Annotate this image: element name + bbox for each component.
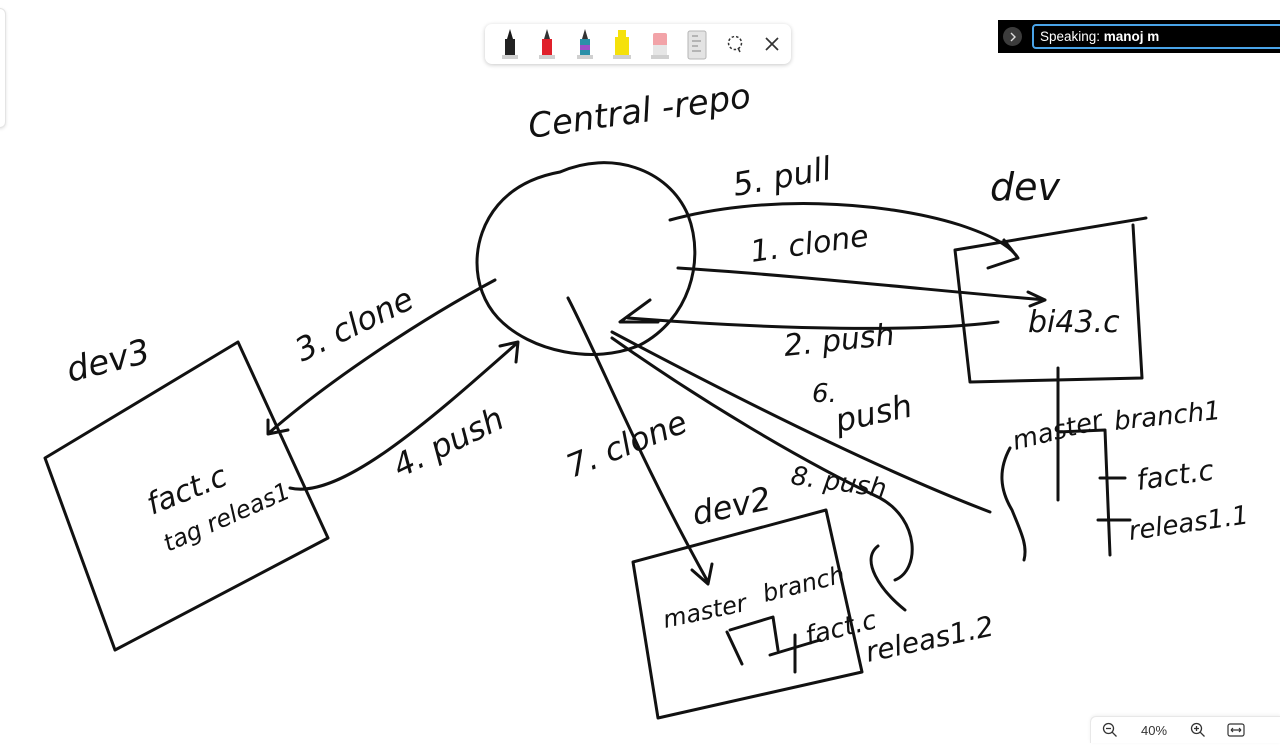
central-repo-circle: [475, 161, 697, 356]
dev3-box: [43, 340, 330, 652]
pull5-label: 5. pull: [730, 149, 834, 204]
push8-curl: [869, 544, 907, 612]
dev3-title: dev3: [63, 332, 154, 391]
dev2-box: [631, 508, 864, 720]
dev2-branch-lines: [725, 615, 822, 674]
push8-arrow: [610, 336, 914, 582]
close-icon[interactable]: [754, 25, 792, 63]
zoom-level: 40%: [1140, 722, 1168, 738]
push4-arrow: [288, 340, 520, 491]
zoom-in-button[interactable]: [1179, 717, 1217, 743]
push6-label: push: [831, 387, 916, 441]
push6-arrow: [610, 330, 992, 514]
eraser-tool[interactable]: [641, 25, 679, 63]
dev-title: dev: [990, 165, 1061, 209]
clone7-label: 7. clone: [561, 403, 693, 486]
red-pen-tool[interactable]: [529, 25, 567, 63]
push2-arrow: [618, 298, 1000, 330]
zoom-in-icon: [1190, 722, 1205, 737]
clone3-label: 3. clone: [289, 279, 420, 369]
fit-width-icon: [1227, 723, 1245, 737]
clone7-arrow: [566, 296, 714, 586]
lasso-select-icon[interactable]: [716, 25, 754, 63]
clone3-arrow: [266, 278, 497, 436]
pull5-arrow: [668, 202, 1020, 270]
chevron-right-icon: [1010, 32, 1016, 41]
galaxy-pen-tool[interactable]: [566, 25, 604, 63]
right-release-label: releas1.1: [1127, 500, 1251, 547]
ink-toolbar: [485, 24, 791, 64]
zoom-controls: 40%: [1090, 716, 1280, 743]
zoom-out-button[interactable]: [1091, 717, 1129, 743]
black-pen-tool[interactable]: [491, 25, 529, 63]
dev-file: bi43.c: [1028, 305, 1120, 340]
push4-label: 4. push: [387, 399, 510, 485]
live-caption-bar: Speaking: manoj m: [998, 20, 1280, 53]
right-branch-label: branch1: [1113, 396, 1222, 437]
push8-label: 8. push: [789, 461, 888, 504]
left-edge-panel[interactable]: [0, 8, 6, 128]
caption-text: Speaking: manoj m: [1032, 24, 1280, 49]
zoom-out-icon: [1102, 722, 1117, 737]
dev2-title: dev2: [689, 479, 774, 533]
clone1-label: 1. clone: [748, 219, 871, 270]
right-file-label: fact.c: [1134, 453, 1216, 497]
highlighter-tool[interactable]: [604, 25, 642, 63]
dev-box: [953, 216, 1148, 384]
right-branch-lines: [1000, 366, 1132, 562]
fit-to-screen-button[interactable]: [1217, 717, 1255, 743]
push6-num: 6.: [812, 379, 837, 409]
caption-speaker: manoj m: [1103, 29, 1160, 44]
caption-expand-button[interactable]: [1003, 27, 1022, 46]
dev2-branch: branch: [760, 560, 848, 607]
clone1-arrow: [676, 266, 1047, 308]
central-repo-label: Central -repo: [526, 76, 754, 147]
caption-prefix: Speaking:: [1040, 29, 1104, 44]
ruler-tool[interactable]: [679, 25, 717, 63]
push2-label: 2. push: [782, 318, 896, 364]
dev2-release-label: releas1.2: [863, 610, 997, 669]
